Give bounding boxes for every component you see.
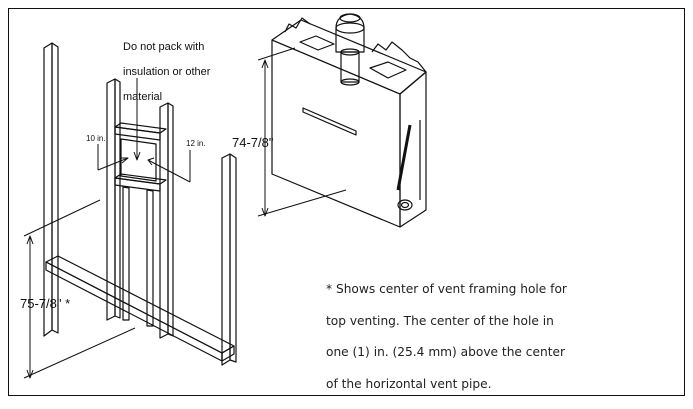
left-stud xyxy=(43,42,59,337)
packing-callout-line-3: material xyxy=(123,91,163,104)
callout-leaders xyxy=(97,78,191,183)
footnote-line-3: one (1) in. (25.4 mm) above the center xyxy=(326,345,566,360)
footnote: * Shows center of vent framing hole for … xyxy=(326,266,666,409)
packing-callout-line-2: insulation or other xyxy=(123,65,211,78)
vent-header-top xyxy=(114,122,167,141)
unit-height-dimension xyxy=(257,47,347,217)
center-stud-right xyxy=(159,102,174,339)
vent-header-bottom xyxy=(114,173,167,192)
packing-callout-line-1: Do not pack with xyxy=(123,40,205,53)
framing-height-label: 75-7/8" * xyxy=(20,296,71,311)
vent-framing-hole xyxy=(120,138,157,182)
unit-height-label: 74-7/8" xyxy=(232,135,274,150)
footnote-line-4: of the horizontal vent pipe. xyxy=(326,377,492,392)
framing-height-dimension xyxy=(23,199,136,379)
center-stud-left xyxy=(106,78,121,321)
fireplace-unit xyxy=(271,13,427,228)
bottom-plate xyxy=(45,255,235,362)
label-10-in: 10 in. xyxy=(86,134,106,143)
footnote-line-2: top venting. The center of the hole in xyxy=(326,313,554,328)
diagram-frame xyxy=(8,8,685,396)
label-12-in: 12 in. xyxy=(186,139,206,148)
right-stud xyxy=(221,153,237,366)
packing-callout: Do not pack with insulation or other mat… xyxy=(123,28,243,116)
footnote-line-1: * Shows center of vent framing hole for xyxy=(326,281,567,296)
